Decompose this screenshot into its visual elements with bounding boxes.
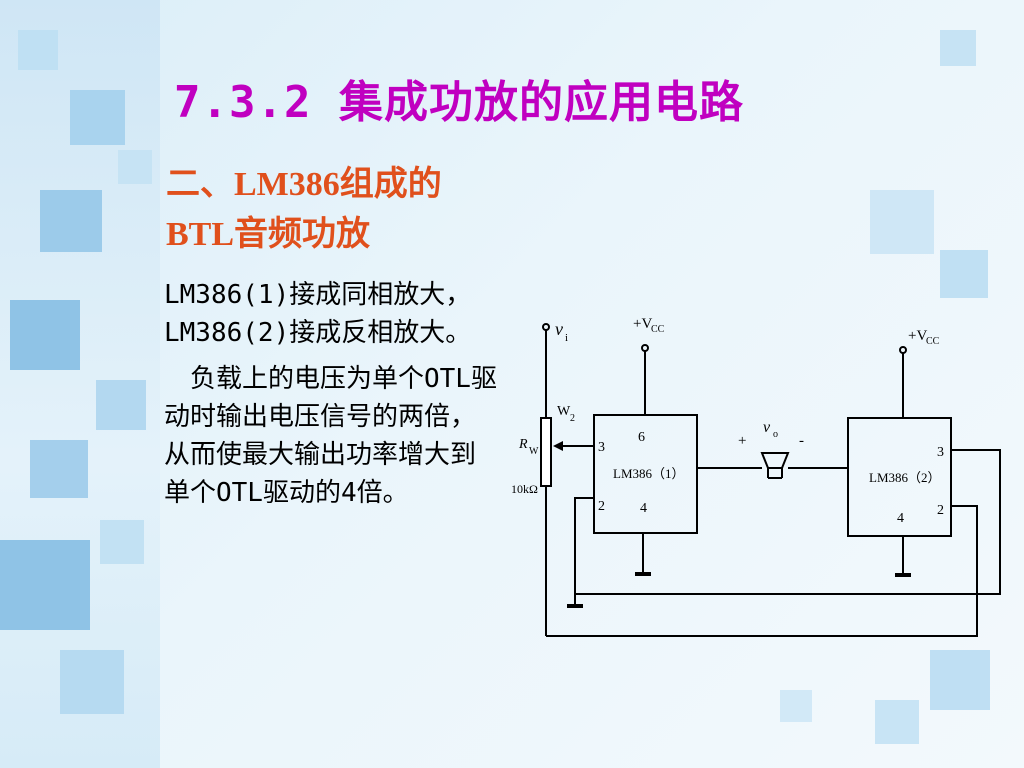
body-paragraph-2: 负载上的电压为单个OTL驱动时输出电压信号的两倍，从而使最大输出功率增大到单个O…	[164, 364, 497, 508]
amp1-pin6: 6	[638, 430, 645, 445]
vcc1-label: +V	[633, 316, 652, 332]
amp1-pin4: 4	[640, 501, 647, 516]
input-node	[542, 323, 550, 331]
amp2-pin4: 4	[897, 511, 904, 526]
amp2-pin3: 3	[937, 445, 944, 460]
lm386-2-chip	[847, 417, 952, 537]
vcc2-label: +V	[908, 328, 927, 344]
output-label: v	[763, 419, 771, 436]
amp1-pin2: 2	[598, 499, 605, 514]
rw-value: 10kΩ	[511, 482, 538, 496]
amp2-pin2: 2	[937, 503, 944, 518]
rw-label: R	[518, 437, 528, 452]
output-label-sub: o	[773, 429, 778, 440]
slide-body: LM386(1)接成同相放大，LM386(2)接成反相放大。 负载上的电压为单个…	[164, 276, 500, 520]
pot-label-sub: 2	[570, 413, 575, 424]
vcc1-node	[641, 344, 649, 352]
slide-subtitle: 二、LM386组成的BTL音频功放	[166, 166, 442, 253]
btl-circuit-diagram: v i W 2 R W 10kΩ +V CC LM386（1） 3 6 2 4 …	[511, 316, 1001, 637]
speaker-icon	[760, 452, 790, 469]
vcc2-label-sub: CC	[926, 336, 940, 347]
vcc1-label-sub: CC	[651, 324, 665, 335]
slide-title: 7.3.2 集成功放的应用电路	[174, 77, 744, 128]
input-label-sub: i	[565, 332, 568, 344]
output-plus: +	[738, 433, 746, 449]
lm386-1-chip	[593, 414, 698, 534]
amp1-label: LM386（1）	[613, 466, 685, 481]
amp1-pin3: 3	[598, 440, 605, 455]
output-minus: -	[799, 433, 804, 449]
body-paragraph-1: LM386(1)接成同相放大，LM386(2)接成反相放大。	[164, 280, 472, 348]
rw-label-sub: W	[529, 446, 539, 457]
potentiometer	[540, 417, 552, 487]
vcc2-node	[899, 346, 907, 354]
pot-label: W	[557, 404, 571, 419]
pot-wiper-arrow	[553, 441, 563, 451]
input-label: v	[555, 319, 563, 339]
amp2-label: LM386（2）	[869, 470, 941, 485]
